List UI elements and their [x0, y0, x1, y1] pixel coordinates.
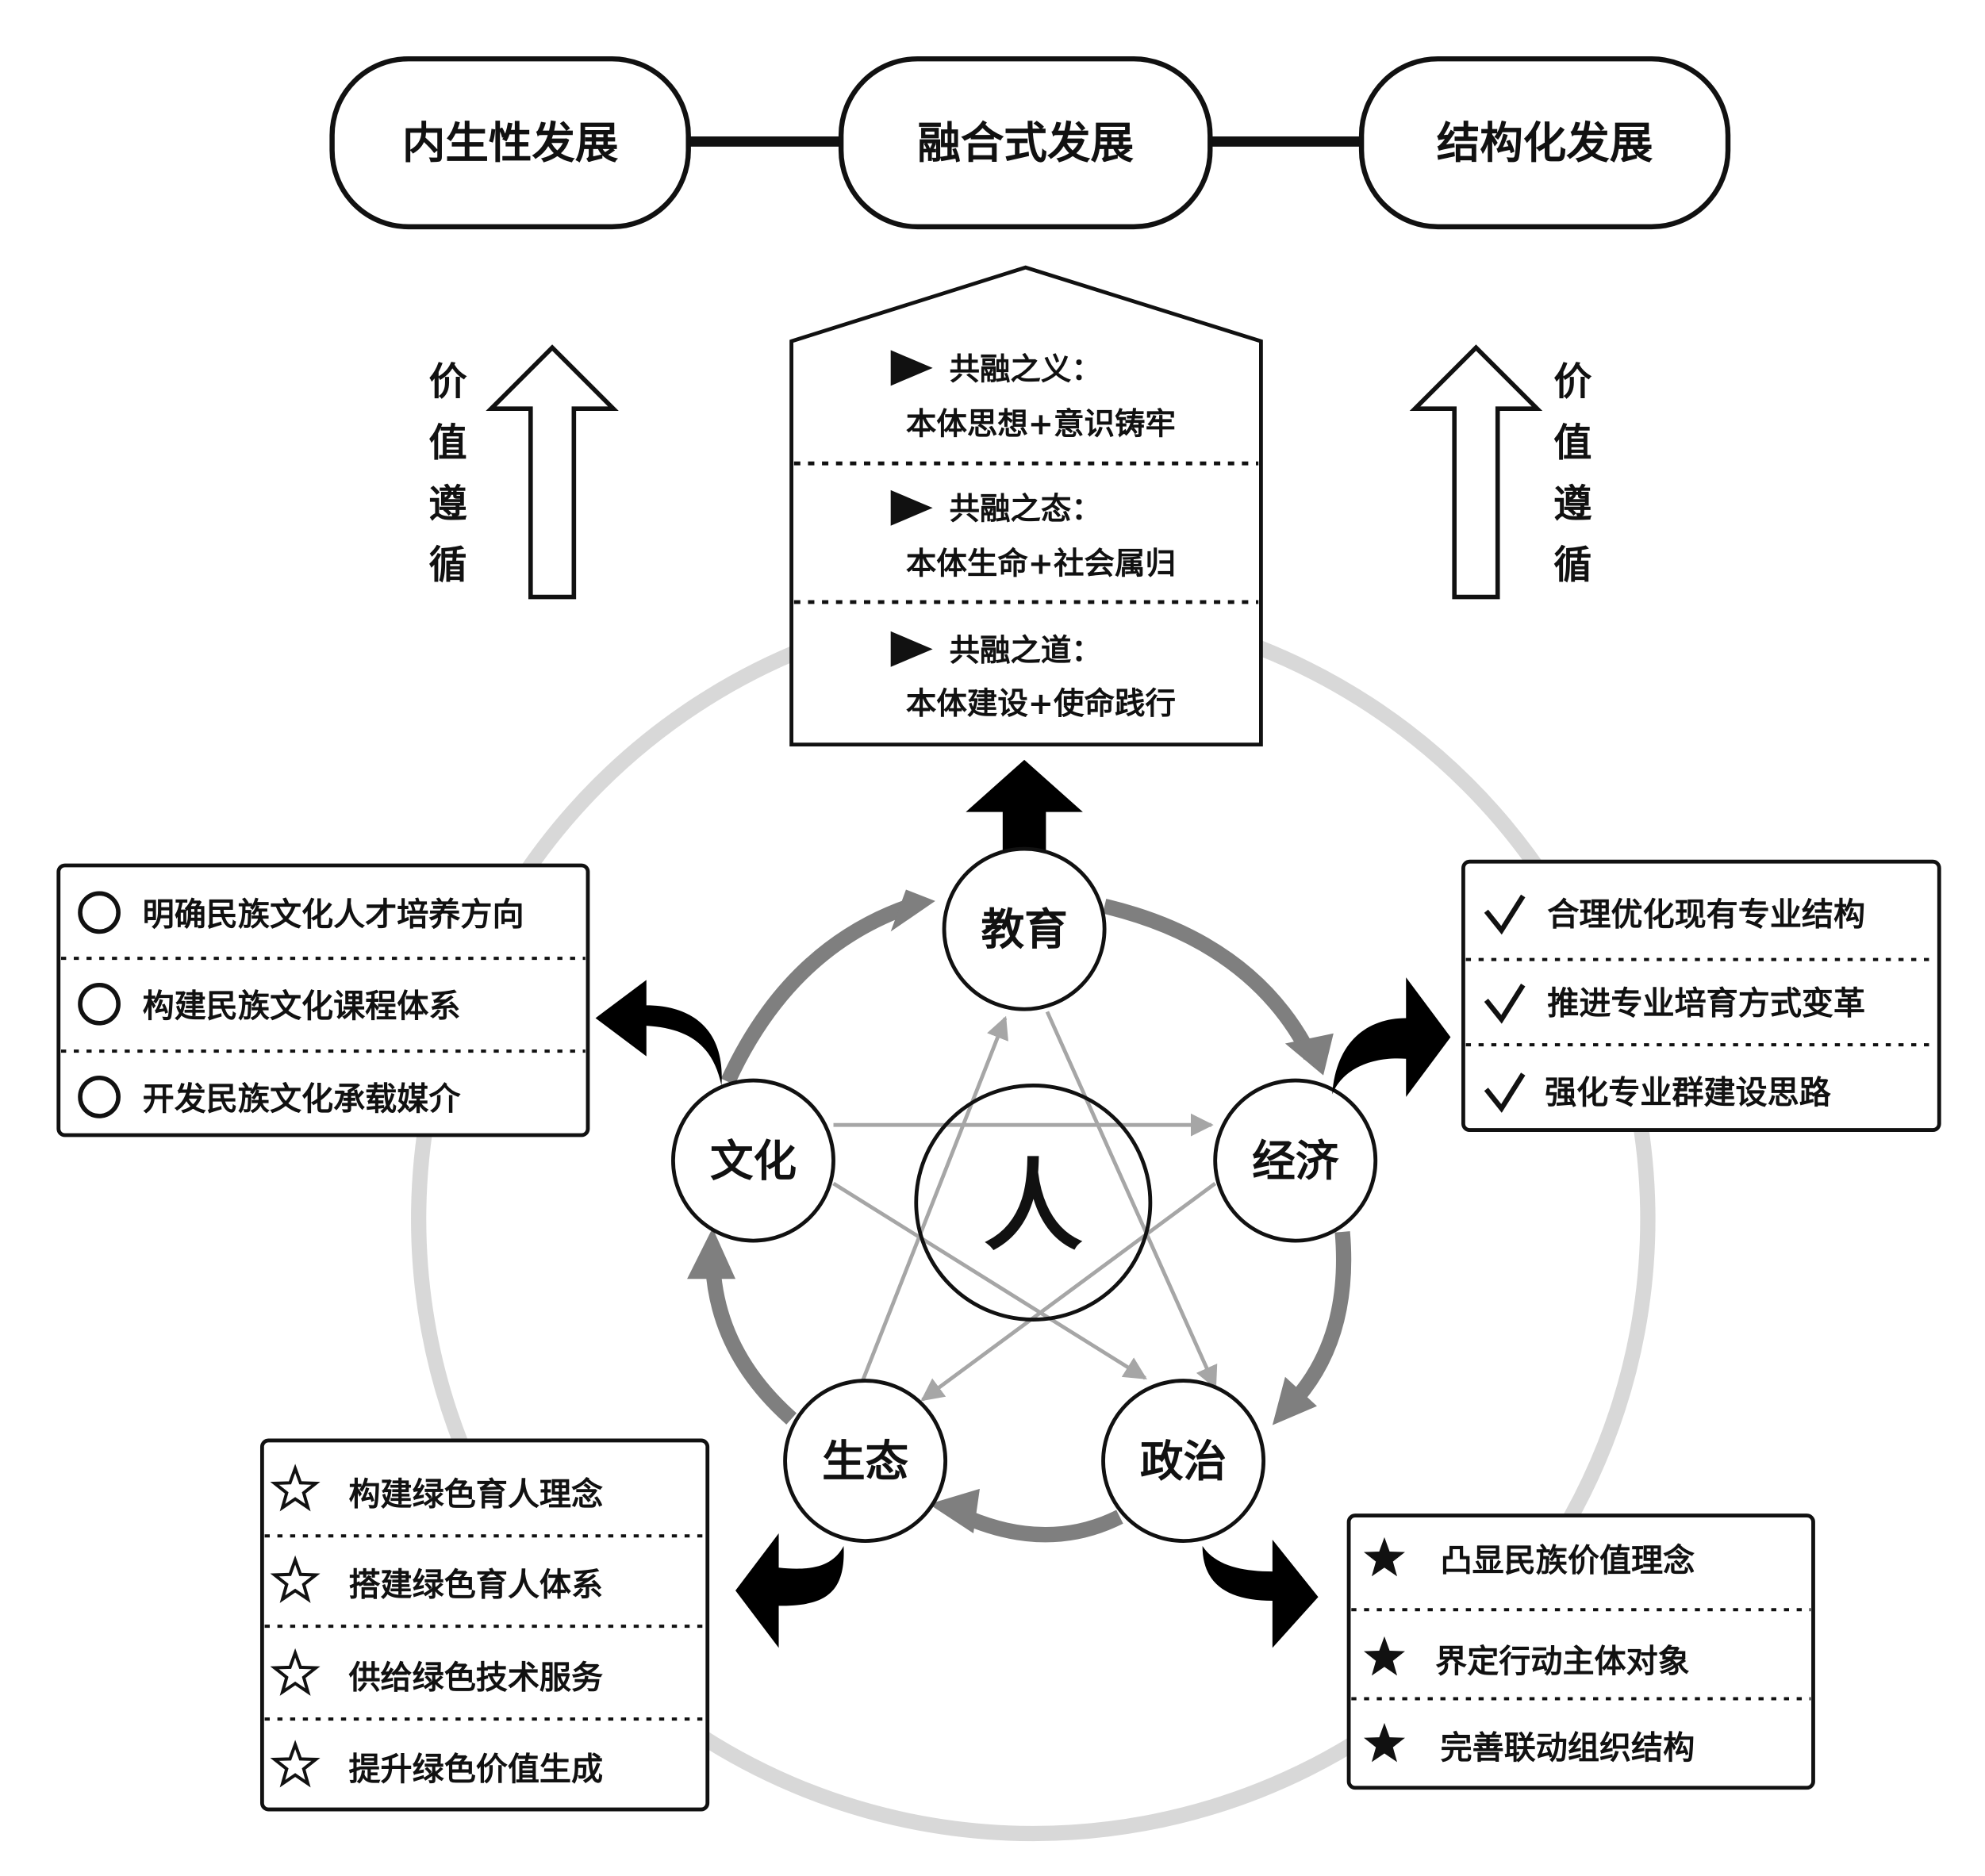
center-node-person: 人 [914, 1084, 1153, 1322]
node-label: 生态 [822, 1436, 908, 1487]
circle-outline-icon [78, 891, 121, 934]
node-culture: 文化 [671, 1078, 835, 1243]
black-curved-arrow-down-right-icon [1202, 1540, 1319, 1648]
side-label-char: 循 [428, 543, 466, 588]
box-item: 提升绿色价值生成 [348, 1751, 603, 1788]
arrowhead [890, 889, 935, 932]
circle-outline-icon [78, 982, 121, 1026]
node-label: 教育 [981, 903, 1068, 954]
box-politics: 凸显民族价值理念 界定行动主体对象 完善联动组织结构 [1346, 1513, 1815, 1790]
pill-label: 内生性发展 [402, 117, 619, 168]
arrowhead [1272, 1376, 1317, 1425]
line-economy-ecology [920, 1182, 1217, 1402]
side-label-char: 循 [1553, 543, 1591, 588]
checkmark-icon [1484, 1072, 1526, 1113]
cycle-arrow-culture-education [720, 899, 912, 1085]
side-label-left: 价 值 遵 循 [428, 360, 467, 588]
black-up-arrow-icon [966, 759, 1083, 856]
box-item: 合理优化现有专业结构 [1547, 896, 1865, 933]
hollow-up-arrow-right-icon [1409, 344, 1543, 600]
circle-outline-icon [78, 1076, 121, 1118]
pentagram-lines [832, 1011, 1218, 1402]
triangle-right-icon [890, 631, 933, 667]
box-ecology: 构建绿色育人理念 搭建绿色育人体系 供给绿色技术服务 提升绿色价值生成 [259, 1438, 710, 1812]
house-detail: 本体思想+意识铸牢 [906, 406, 1176, 442]
house-heading: 共融之义： [949, 351, 1101, 387]
box-item: 凸显民族价值理念 [1441, 1543, 1695, 1579]
side-label-char: 值 [1553, 421, 1591, 466]
black-curved-arrow-right-icon [1332, 977, 1451, 1097]
star-outline-icon [270, 1648, 321, 1696]
side-label-char: 遵 [1553, 482, 1591, 527]
house-heading: 共融之态： [949, 492, 1101, 528]
center-label: 人 [984, 1148, 1083, 1264]
star-outline-icon [270, 1464, 321, 1512]
box-item: 强化专业群建设思路 [1545, 1075, 1832, 1111]
pill-integrated: 融合式发展 [838, 56, 1213, 230]
box-economy: 合理优化现有专业结构 推进专业培育方式变革 强化专业群建设思路 [1461, 859, 1941, 1132]
box-item: 完善联动组织结构 [1441, 1730, 1695, 1767]
black-curved-arrow-down-left-icon [735, 1533, 844, 1648]
node-label: 政治 [1140, 1436, 1227, 1487]
checkmark-icon [1484, 894, 1526, 935]
box-item: 界定行动主体对象 [1435, 1644, 1690, 1680]
cycle-arrowheads [687, 889, 1334, 1534]
line-ecology-education [861, 1015, 1008, 1382]
star-outline-icon [270, 1740, 321, 1788]
cycle-arrow-economy-politics [1289, 1231, 1352, 1405]
pill-label: 融合式发展 [917, 117, 1134, 168]
side-label-char: 价 [428, 360, 467, 405]
side-label-char: 价 [1553, 360, 1592, 405]
pill-label: 结构化发展 [1437, 117, 1653, 168]
box-item: 明确民族文化人才培养方向 [143, 896, 524, 933]
hollow-up-arrow-left-icon [486, 344, 619, 600]
node-ecology: 生态 [783, 1379, 948, 1544]
line-education-politics [1045, 1011, 1218, 1390]
box-culture: 明确民族文化人才培养方向 构建民族文化课程体系 开发民族文化承载媒介 [56, 863, 590, 1137]
node-politics: 政治 [1101, 1379, 1266, 1544]
checkmark-icon [1484, 984, 1526, 1024]
side-label-right: 价 值 遵 循 [1553, 360, 1592, 588]
node-label: 经济 [1252, 1135, 1339, 1186]
house-panel: 共融之义： 本体思想+意识铸牢 共融之态： 本体生命+社会属归 共融之道： 本体… [789, 265, 1263, 747]
black-curved-arrow-left-icon [595, 980, 722, 1086]
house-detail: 本体建设+使命践行 [906, 686, 1176, 722]
arrowhead [687, 1228, 736, 1279]
box-item: 搭建绿色育人体系 [348, 1567, 603, 1604]
line-culture-politics [832, 1181, 1147, 1380]
node-economy: 经济 [1213, 1078, 1378, 1243]
side-label-char: 遵 [428, 482, 466, 527]
box-item: 开发民族文化承载媒介 [143, 1081, 462, 1118]
side-label-char: 值 [428, 421, 466, 466]
node-education: 教育 [942, 846, 1107, 1011]
house-detail: 本体生命+社会属归 [906, 547, 1176, 582]
cycle-arrow-education-economy [1102, 898, 1318, 1060]
pill-structured: 结构化发展 [1358, 56, 1731, 230]
cycle-arrow-politics-ecology [950, 1505, 1123, 1543]
star-filled-icon [1364, 1636, 1405, 1676]
box-item: 推进专业培育方式变革 [1547, 986, 1865, 1022]
node-label: 文化 [710, 1135, 797, 1186]
arrowhead [928, 1488, 980, 1534]
house-heading: 共融之道： [949, 633, 1101, 669]
box-item: 构建民族文化课程体系 [143, 988, 461, 1025]
star-filled-icon [1364, 1536, 1405, 1577]
star-filled-icon [1364, 1722, 1405, 1763]
box-item: 构建绿色育人理念 [348, 1477, 603, 1513]
arrowhead [1284, 1033, 1334, 1076]
triangle-right-icon [890, 489, 933, 526]
star-outline-icon [270, 1555, 321, 1603]
pill-endogenous: 内生性发展 [329, 56, 691, 230]
triangle-right-icon [890, 350, 933, 386]
box-item: 供给绿色技术服务 [348, 1660, 603, 1697]
